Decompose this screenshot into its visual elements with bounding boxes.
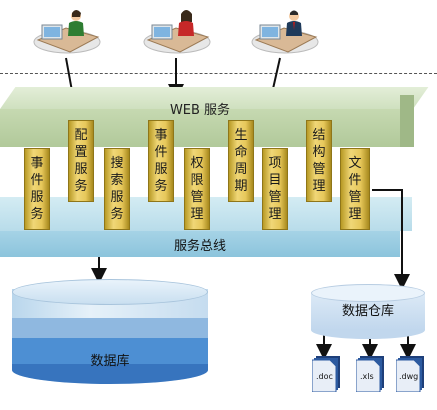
service-block-config: 配置服务 — [68, 120, 94, 202]
dwg-file-label: .dwg — [399, 372, 419, 381]
service-bus-label: 服务总线 — [173, 239, 226, 254]
warehouse-label: 数据仓库 — [341, 304, 394, 319]
service-label: 事件服务 — [30, 156, 44, 222]
service-label: 搜索服务 — [110, 156, 124, 222]
service-label: 项目管理 — [268, 156, 282, 222]
xls-file-icon: .xls — [355, 356, 386, 393]
service-block-file: 文件管理 — [340, 148, 370, 230]
user-workstation-middle-icon — [142, 6, 212, 58]
dwg-file-icon: .dwg — [395, 356, 426, 393]
doc-file-icon: .doc — [311, 356, 342, 393]
service-label: 权限管理 — [190, 156, 204, 222]
web-layer — [0, 109, 400, 147]
web-layer-label: WEB 服务 — [169, 103, 231, 118]
xls-file-label: .xls — [360, 372, 374, 381]
service-label: 事件服务 — [154, 128, 168, 194]
service-bus-layer — [0, 231, 400, 257]
database-label: 数据库 — [90, 354, 130, 369]
user-workstation-right-icon — [250, 6, 320, 58]
doc-file-label: .doc — [316, 372, 333, 381]
layer-divider-line — [0, 73, 437, 74]
arrow-file-to-warehouse — [372, 189, 410, 290]
service-label: 配置服务 — [74, 128, 88, 194]
database-top-face — [12, 279, 208, 305]
user-workstation-left-icon — [32, 6, 102, 58]
service-block-lifecycle: 生命周期 — [228, 120, 254, 202]
service-block-event-2: 事件服务 — [148, 120, 174, 202]
service-block-permission: 权限管理 — [184, 148, 210, 230]
database-band-2 — [12, 338, 208, 364]
web-layer-side-face — [400, 95, 414, 147]
database-band-1 — [12, 318, 208, 338]
service-block-structure: 结构管理 — [306, 120, 332, 202]
database-band-3 — [12, 364, 208, 384]
service-block-search: 搜索服务 — [104, 148, 130, 230]
service-label: 生命周期 — [234, 128, 248, 194]
service-block-event-1: 事件服务 — [24, 148, 50, 230]
service-label: 文件管理 — [348, 156, 362, 222]
warehouse-top-face — [311, 284, 425, 302]
service-label: 结构管理 — [312, 128, 326, 194]
service-block-project: 项目管理 — [262, 148, 288, 230]
